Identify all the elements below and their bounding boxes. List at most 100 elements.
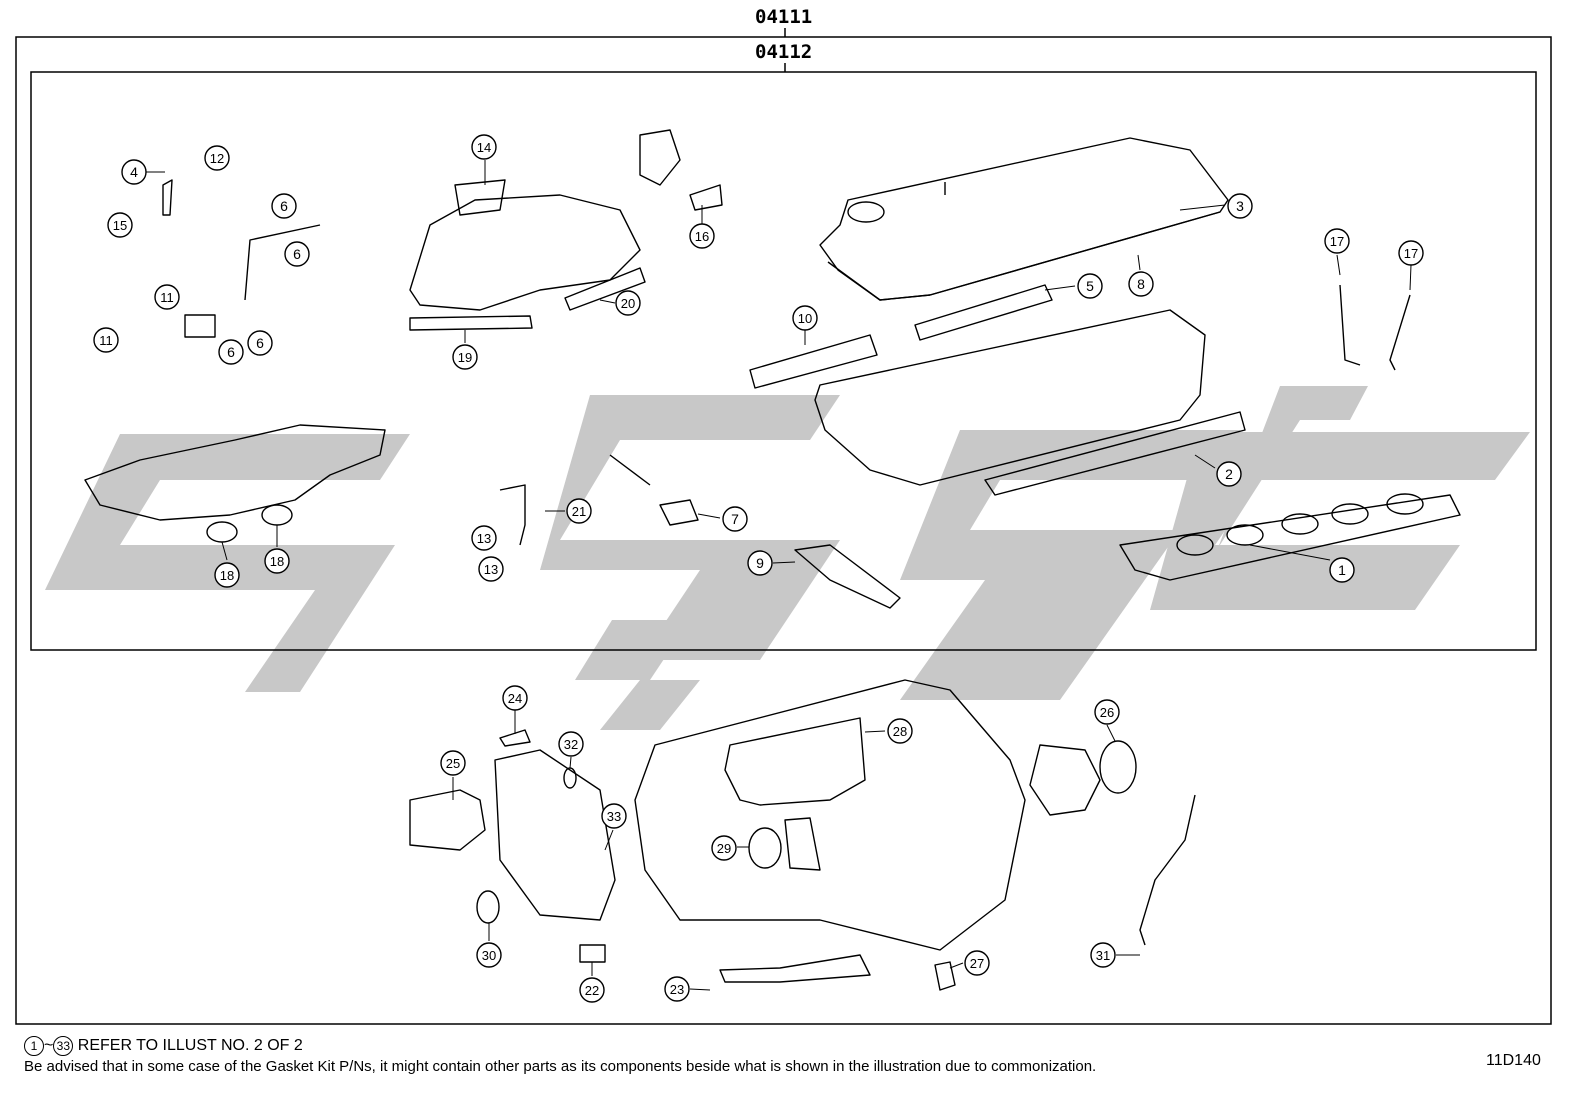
callout-number: 25 <box>446 756 460 771</box>
callout-circle <box>722 506 748 532</box>
callout-c14: 14 <box>471 134 497 160</box>
callout-number: 23 <box>670 982 684 997</box>
cylinder-block <box>634 679 1026 951</box>
callout-number: 4 <box>130 164 138 180</box>
water-pump <box>409 789 486 851</box>
gasket-kit-advice: Be advised that in some case of the Gask… <box>24 1058 1097 1075</box>
seal-32 <box>563 767 577 789</box>
inner-kit-part-number: 04112 <box>755 41 813 63</box>
callout-circle <box>1128 271 1154 297</box>
callout-circle <box>471 134 497 160</box>
callout-number: 6 <box>280 198 288 214</box>
callout-number: 13 <box>477 531 491 546</box>
callout-number: 19 <box>458 350 472 365</box>
callout-circle <box>579 977 605 1003</box>
callout-c26: 26 <box>1094 699 1120 725</box>
manifold-gasket-10 <box>749 334 878 389</box>
callout-c11b: 11 <box>93 327 119 353</box>
callout-circle <box>440 750 466 776</box>
callout-number: 28 <box>893 724 907 739</box>
callout-number: 17 <box>1330 234 1344 249</box>
reference-note: 1~33 REFER TO ILLUST NO. 2 OF 2 <box>24 1036 303 1056</box>
callout-circle <box>1329 557 1355 583</box>
callout-c32: 32 <box>558 731 584 757</box>
callout-circle <box>1398 240 1424 266</box>
callout-number: 13 <box>484 562 498 577</box>
callout-c12: 12 <box>204 145 230 171</box>
callout-c29: 29 <box>711 835 737 861</box>
callout-circle <box>711 835 737 861</box>
callout-number: 32 <box>564 737 578 752</box>
callout-number: 29 <box>717 841 731 856</box>
callout-c11a: 11 <box>154 284 180 310</box>
callout-c31: 31 <box>1090 942 1116 968</box>
callout-c33: 33 <box>601 803 627 829</box>
callout-number: 12 <box>210 151 224 166</box>
cylinder-head-gasket <box>1119 494 1461 581</box>
intake-manifold-gasket-5 <box>914 284 1053 341</box>
valve-right <box>1389 294 1411 371</box>
dipstick-guide <box>1139 794 1196 946</box>
callout-number: 6 <box>293 246 301 262</box>
callout-c24: 24 <box>502 685 528 711</box>
callout-circle <box>471 525 497 551</box>
sensor-7 <box>609 454 651 486</box>
callout-circle <box>792 305 818 331</box>
ring-18a <box>206 521 238 543</box>
seal-30 <box>476 890 500 924</box>
valve-left <box>1339 284 1361 366</box>
outer-kit-part-number: 04111 <box>755 6 813 28</box>
illustration-code: 11D140 <box>1486 1052 1541 1069</box>
callout-c6a: 6 <box>271 193 297 219</box>
callout-c3: 3 <box>1227 193 1253 219</box>
callout-number: 3 <box>1236 198 1244 214</box>
callout-c17a: 17 <box>1324 228 1350 254</box>
gasket-19 <box>409 315 533 331</box>
callout-circle <box>615 290 641 316</box>
callout-number: 2 <box>1225 466 1233 482</box>
callout-c17b: 17 <box>1398 240 1424 266</box>
callout-c25: 25 <box>440 750 466 776</box>
intake-manifold <box>409 194 641 311</box>
callout-c18b: 18 <box>264 548 290 574</box>
callout-number: 9 <box>756 555 764 571</box>
callout-circle <box>264 548 290 574</box>
range-start-callout: 1 <box>24 1036 44 1056</box>
callout-circle <box>93 327 119 353</box>
callout-circle <box>964 950 990 976</box>
callout-circle <box>121 159 147 185</box>
callout-number: 6 <box>256 335 264 351</box>
callout-circle <box>558 731 584 757</box>
callout-number: 5 <box>1086 278 1094 294</box>
callout-circle <box>107 212 133 238</box>
callout-number: 16 <box>695 229 709 244</box>
filter-element <box>184 314 216 338</box>
refer-illustration-text: REFER TO ILLUST NO. 2 OF 2 <box>77 1037 303 1054</box>
callout-circle <box>476 942 502 968</box>
exhaust-manifold-gasket <box>984 411 1246 496</box>
timing-cover <box>494 749 616 921</box>
callout-circle <box>271 193 297 219</box>
callout-number: 30 <box>482 948 496 963</box>
callout-circle <box>204 145 230 171</box>
callout-c5: 5 <box>1077 273 1103 299</box>
callout-c13a: 13 <box>471 525 497 551</box>
callout-circle <box>1077 273 1103 299</box>
callout-circle <box>218 339 244 365</box>
callout-number: 10 <box>798 311 812 326</box>
outer-kit-frame <box>15 36 1552 1025</box>
callout-circle <box>1216 461 1242 487</box>
callout-c20: 20 <box>615 290 641 316</box>
callout-number: 27 <box>970 956 984 971</box>
gasket-22 <box>579 944 606 963</box>
callout-circle <box>664 976 690 1002</box>
range-end-callout: 33 <box>53 1036 74 1056</box>
callout-c1: 1 <box>1329 557 1355 583</box>
callout-c16: 16 <box>689 223 715 249</box>
kit-frames <box>15 28 1552 1025</box>
callout-circle <box>1090 942 1116 968</box>
outlet-9 <box>794 544 901 609</box>
